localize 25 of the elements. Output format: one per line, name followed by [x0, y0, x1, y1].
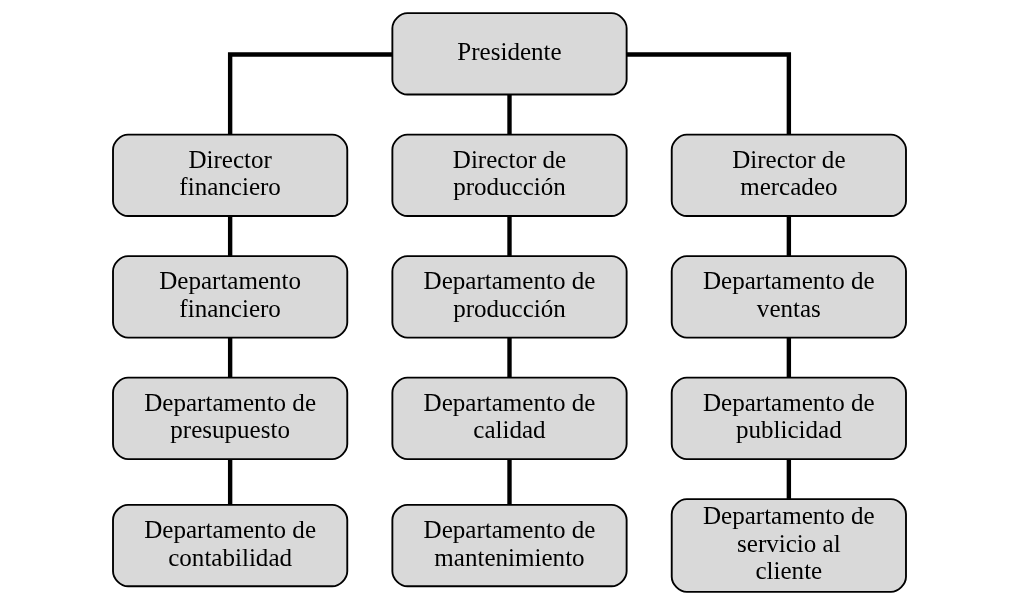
- node-box: Departamento de calidad: [390, 376, 628, 461]
- connector: [506, 216, 512, 256]
- node-box: Departamento de publicidad: [670, 376, 907, 461]
- connector: [506, 94, 512, 135]
- connector: [227, 52, 392, 135]
- node-box: Departamento de contabilidad: [111, 503, 348, 588]
- node-box: Departamento de mantenimiento: [390, 503, 628, 588]
- connector: [506, 459, 512, 505]
- connector: [786, 216, 791, 256]
- node-box: Departamento de servicio al cliente: [670, 498, 907, 593]
- node-box: Director de mercadeo: [670, 133, 907, 217]
- node-box: Director financiero: [111, 133, 348, 217]
- connector: [227, 216, 232, 256]
- node-box: Departamento financiero: [111, 255, 348, 339]
- node-box: Departamento de producción: [390, 255, 628, 339]
- connector: [506, 337, 512, 378]
- connector: [786, 459, 791, 499]
- connector: [227, 337, 232, 378]
- node-box: Director de producción: [390, 133, 628, 217]
- connector: [227, 459, 232, 505]
- node-box: Presidente: [390, 12, 628, 96]
- connector: [786, 337, 791, 378]
- node-box: Departamento de presupuesto: [111, 376, 348, 461]
- connector: [626, 52, 791, 135]
- node-box: Departamento de ventas: [670, 255, 907, 339]
